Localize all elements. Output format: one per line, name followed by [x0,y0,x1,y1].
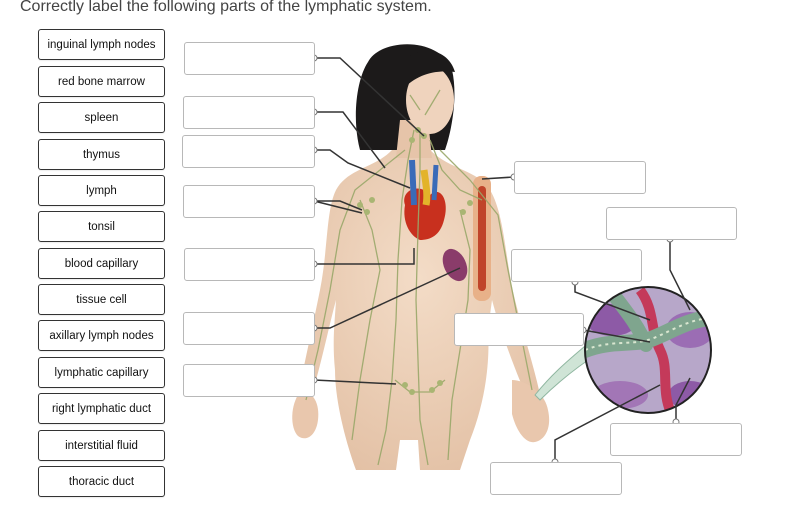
term-red-bone-marrow[interactable]: red bone marrow [38,66,165,97]
term-blood-capillary[interactable]: blood capillary [38,248,165,279]
term-axillary-lymph-nodes[interactable]: axillary lymph nodes [38,320,165,351]
term-spleen[interactable]: spleen [38,102,165,133]
magnified-tissue [585,287,711,413]
drop-zone-8[interactable] [514,161,646,194]
drop-zone-7[interactable] [183,364,315,397]
drop-zone-11[interactable] [454,313,584,346]
aorta [420,169,431,206]
leader-lines [313,57,691,462]
drop-zone-12[interactable] [610,423,742,456]
term-thoracic-duct[interactable]: thoracic duct [38,466,165,497]
face [406,66,454,134]
drop-zone-2[interactable] [183,96,315,129]
drop-zone-3[interactable] [182,135,315,168]
magnifier-ring [584,286,712,414]
left-hand [292,391,319,439]
question-title: Correctly label the following parts of t… [20,0,432,15]
drop-zone-1[interactable] [184,42,315,75]
term-lymphatic-capillary[interactable]: lymphatic capillary [38,357,165,388]
drop-zone-9[interactable] [606,207,737,240]
human-figure [292,44,550,470]
drop-zone-6[interactable] [183,312,315,345]
drop-zone-4[interactable] [183,185,315,218]
term-tissue-cell[interactable]: tissue cell [38,284,165,315]
hair-fringe [402,50,455,88]
term-inguinal-lymph-nodes[interactable]: inguinal lymph nodes [38,29,165,60]
drop-zone-5[interactable] [184,248,315,281]
term-interstitial-fluid[interactable]: interstitial fluid [38,430,165,461]
pulmonary-vein [431,164,439,201]
red-marrow [478,186,486,291]
superior-vena-cava [409,159,417,206]
term-thymus[interactable]: thymus [38,139,165,170]
term-tonsil[interactable]: tonsil [38,211,165,242]
term-right-lymphatic-duct[interactable]: right lymphatic duct [38,393,165,424]
drop-zone-10[interactable] [511,249,642,282]
drop-zone-13[interactable] [490,462,622,495]
lymph-vessels [305,89,533,466]
term-lymph[interactable]: lymph [38,175,165,206]
